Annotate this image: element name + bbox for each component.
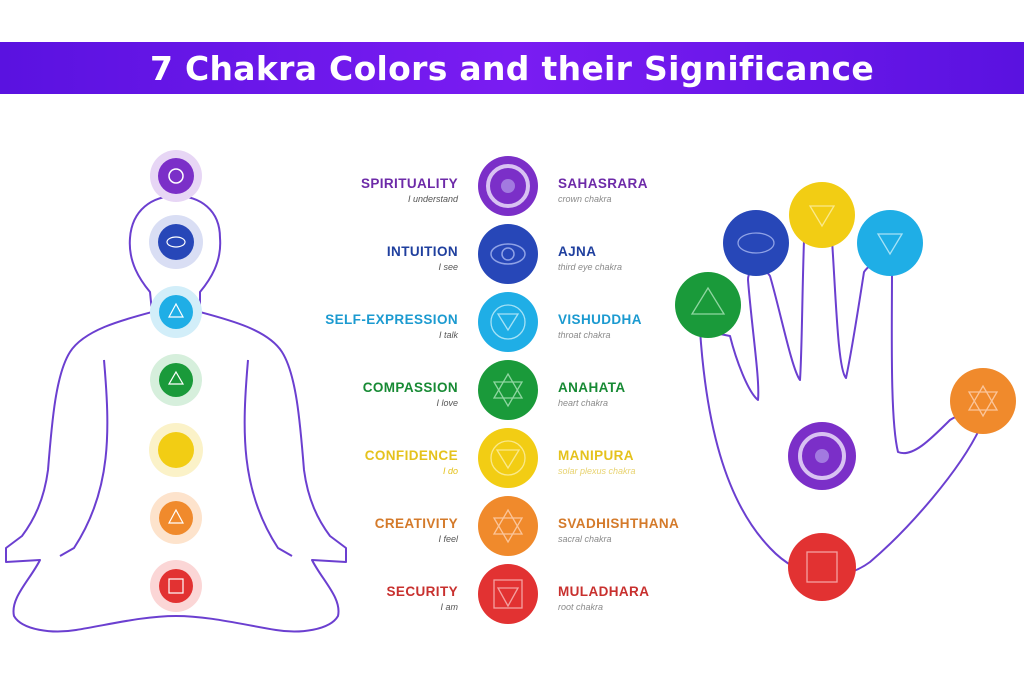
hand-solar-plexus-chakra-triangle (808, 205, 836, 228)
sacral-chakra-dot (159, 501, 193, 535)
root-chakra-square (493, 579, 523, 609)
left-arm-line (59, 359, 109, 557)
chakra-subtitle: root chakra (558, 602, 604, 612)
throat-chakra-ring (490, 304, 526, 340)
third-eye-chakra-dot (158, 224, 194, 260)
quality-label: INTUITION (386, 244, 458, 259)
third-eye-chakra-eye (490, 243, 526, 265)
root-chakra-triangle (496, 587, 520, 608)
third-eye-chakra-icon (478, 224, 538, 284)
meditating-figure-outline (5, 195, 347, 633)
throat-chakra-triangle (496, 313, 520, 332)
throat-chakra-icon (478, 292, 538, 352)
title-banner: 7 Chakra Colors and their Significance (0, 42, 1024, 94)
solar-plexus-chakra-icon (478, 428, 538, 488)
crown-chakra-center (501, 179, 515, 193)
throat-chakra-mark (167, 302, 185, 318)
crown-chakra-dot (158, 158, 194, 194)
hand-chakra-circles (675, 182, 1016, 601)
chakra-name: SVADHISHTHANA (558, 516, 680, 531)
chakra-name: SAHASRARA (558, 176, 648, 191)
chakra-row-ajna: INTUITION I see AJNA third eye chakra (300, 234, 720, 290)
solar-plexus-chakra-ring (490, 440, 526, 476)
body-chakra-column (149, 150, 203, 612)
hand-solar-plexus-chakra-icon (789, 182, 855, 248)
hand-sacral-chakra-icon (950, 368, 1016, 434)
affirmation-label: I see (438, 262, 458, 272)
affirmation-label: I talk (438, 330, 458, 340)
heart-chakra-triangle-up (492, 372, 524, 399)
chakra-subtitle: solar plexus chakra (558, 466, 636, 476)
quality-label: SPIRITUALITY (360, 176, 458, 191)
hand-outline (699, 229, 981, 577)
sacral-chakra-triangle-up (492, 508, 524, 535)
chakra-row-sahasrara: SPIRITUALITY I understand SAHASRARA crow… (300, 166, 720, 222)
solar-plexus-chakra-dot (158, 432, 194, 468)
chakra-row-manipura: CONFIDENCE I do MANIPURA solar plexus ch… (300, 438, 720, 494)
hand-throat-chakra-triangle (876, 233, 904, 256)
affirmation-label: I am (440, 602, 458, 612)
hand-throat-chakra-icon (857, 210, 923, 276)
crown-chakra-mark (168, 168, 184, 184)
third-eye-chakra-pupil (501, 247, 515, 261)
chakra-name: MANIPURA (558, 448, 634, 463)
chakra-name: VISHUDDHA (558, 312, 642, 327)
chakra-row-vishuddha: SELF-EXPRESSION I talk VISHUDDHA throat … (300, 302, 720, 358)
hand-heart-chakra-triangle (690, 286, 726, 315)
root-chakra-dot (159, 569, 193, 603)
heart-chakra-triangle-down (492, 381, 524, 408)
heart-chakra-dot (159, 363, 193, 397)
hand-sacral-chakra-triangle-up (967, 384, 999, 411)
page-title: 7 Chakra Colors and their Significance (149, 48, 875, 88)
chakra-subtitle: crown chakra (558, 194, 612, 204)
chakra-subtitle: third eye chakra (558, 262, 623, 272)
chakra-row-anahata: COMPASSION I love ANAHATA heart chakra (300, 370, 720, 426)
root-chakra-mark (168, 578, 184, 594)
hand-third-eye-chakra-eye (737, 232, 775, 254)
chakra-name: MULADHARA (558, 584, 650, 599)
heart-chakra-icon (478, 360, 538, 420)
hand-crown-chakra-ring (798, 432, 846, 480)
sacral-chakra-mark (167, 508, 185, 524)
hand-sacral-chakra-triangle-down (967, 391, 999, 418)
solar-plexus-chakra-triangle (495, 449, 521, 470)
affirmation-label: I love (436, 398, 458, 408)
center-chakra-column (478, 156, 538, 624)
quality-label: CREATIVITY (374, 516, 458, 531)
heart-chakra-mark (167, 370, 185, 385)
chakra-subtitle: heart chakra (558, 398, 609, 408)
quality-label: SECURITY (386, 584, 458, 599)
chakra-name: AJNA (558, 244, 597, 259)
hand-heart-chakra-icon (675, 272, 741, 338)
hand-crown-chakra-center (815, 449, 829, 463)
right-arm-line (243, 359, 293, 557)
chakra-name: ANAHATA (558, 380, 626, 395)
affirmation-label: I do (442, 466, 458, 476)
chakra-row-svadhishthana: CREATIVITY I feel SVADHISHTHANA sacral c… (300, 506, 720, 562)
root-chakra-icon (478, 564, 538, 624)
throat-chakra-dot (159, 295, 193, 329)
chakra-row-muladhara: SECURITY I am MULADHARA root chakra (300, 574, 720, 630)
hand-root-chakra-icon (788, 533, 856, 601)
third-eye-chakra-mark (166, 236, 186, 248)
quality-label: CONFIDENCE (364, 448, 458, 463)
hand-root-chakra-square (806, 551, 838, 583)
chakra-subtitle: sacral chakra (558, 534, 612, 544)
crown-chakra-ring (486, 164, 530, 208)
sacral-chakra-triangle-down (492, 517, 524, 544)
hand-third-eye-chakra-icon (723, 210, 789, 276)
quality-label: COMPASSION (362, 380, 458, 395)
sacral-chakra-icon (478, 496, 538, 556)
affirmation-label: I feel (438, 534, 458, 544)
quality-label: SELF-EXPRESSION (325, 312, 458, 327)
affirmation-label: I understand (407, 194, 458, 204)
chakra-subtitle: throat chakra (558, 330, 611, 340)
